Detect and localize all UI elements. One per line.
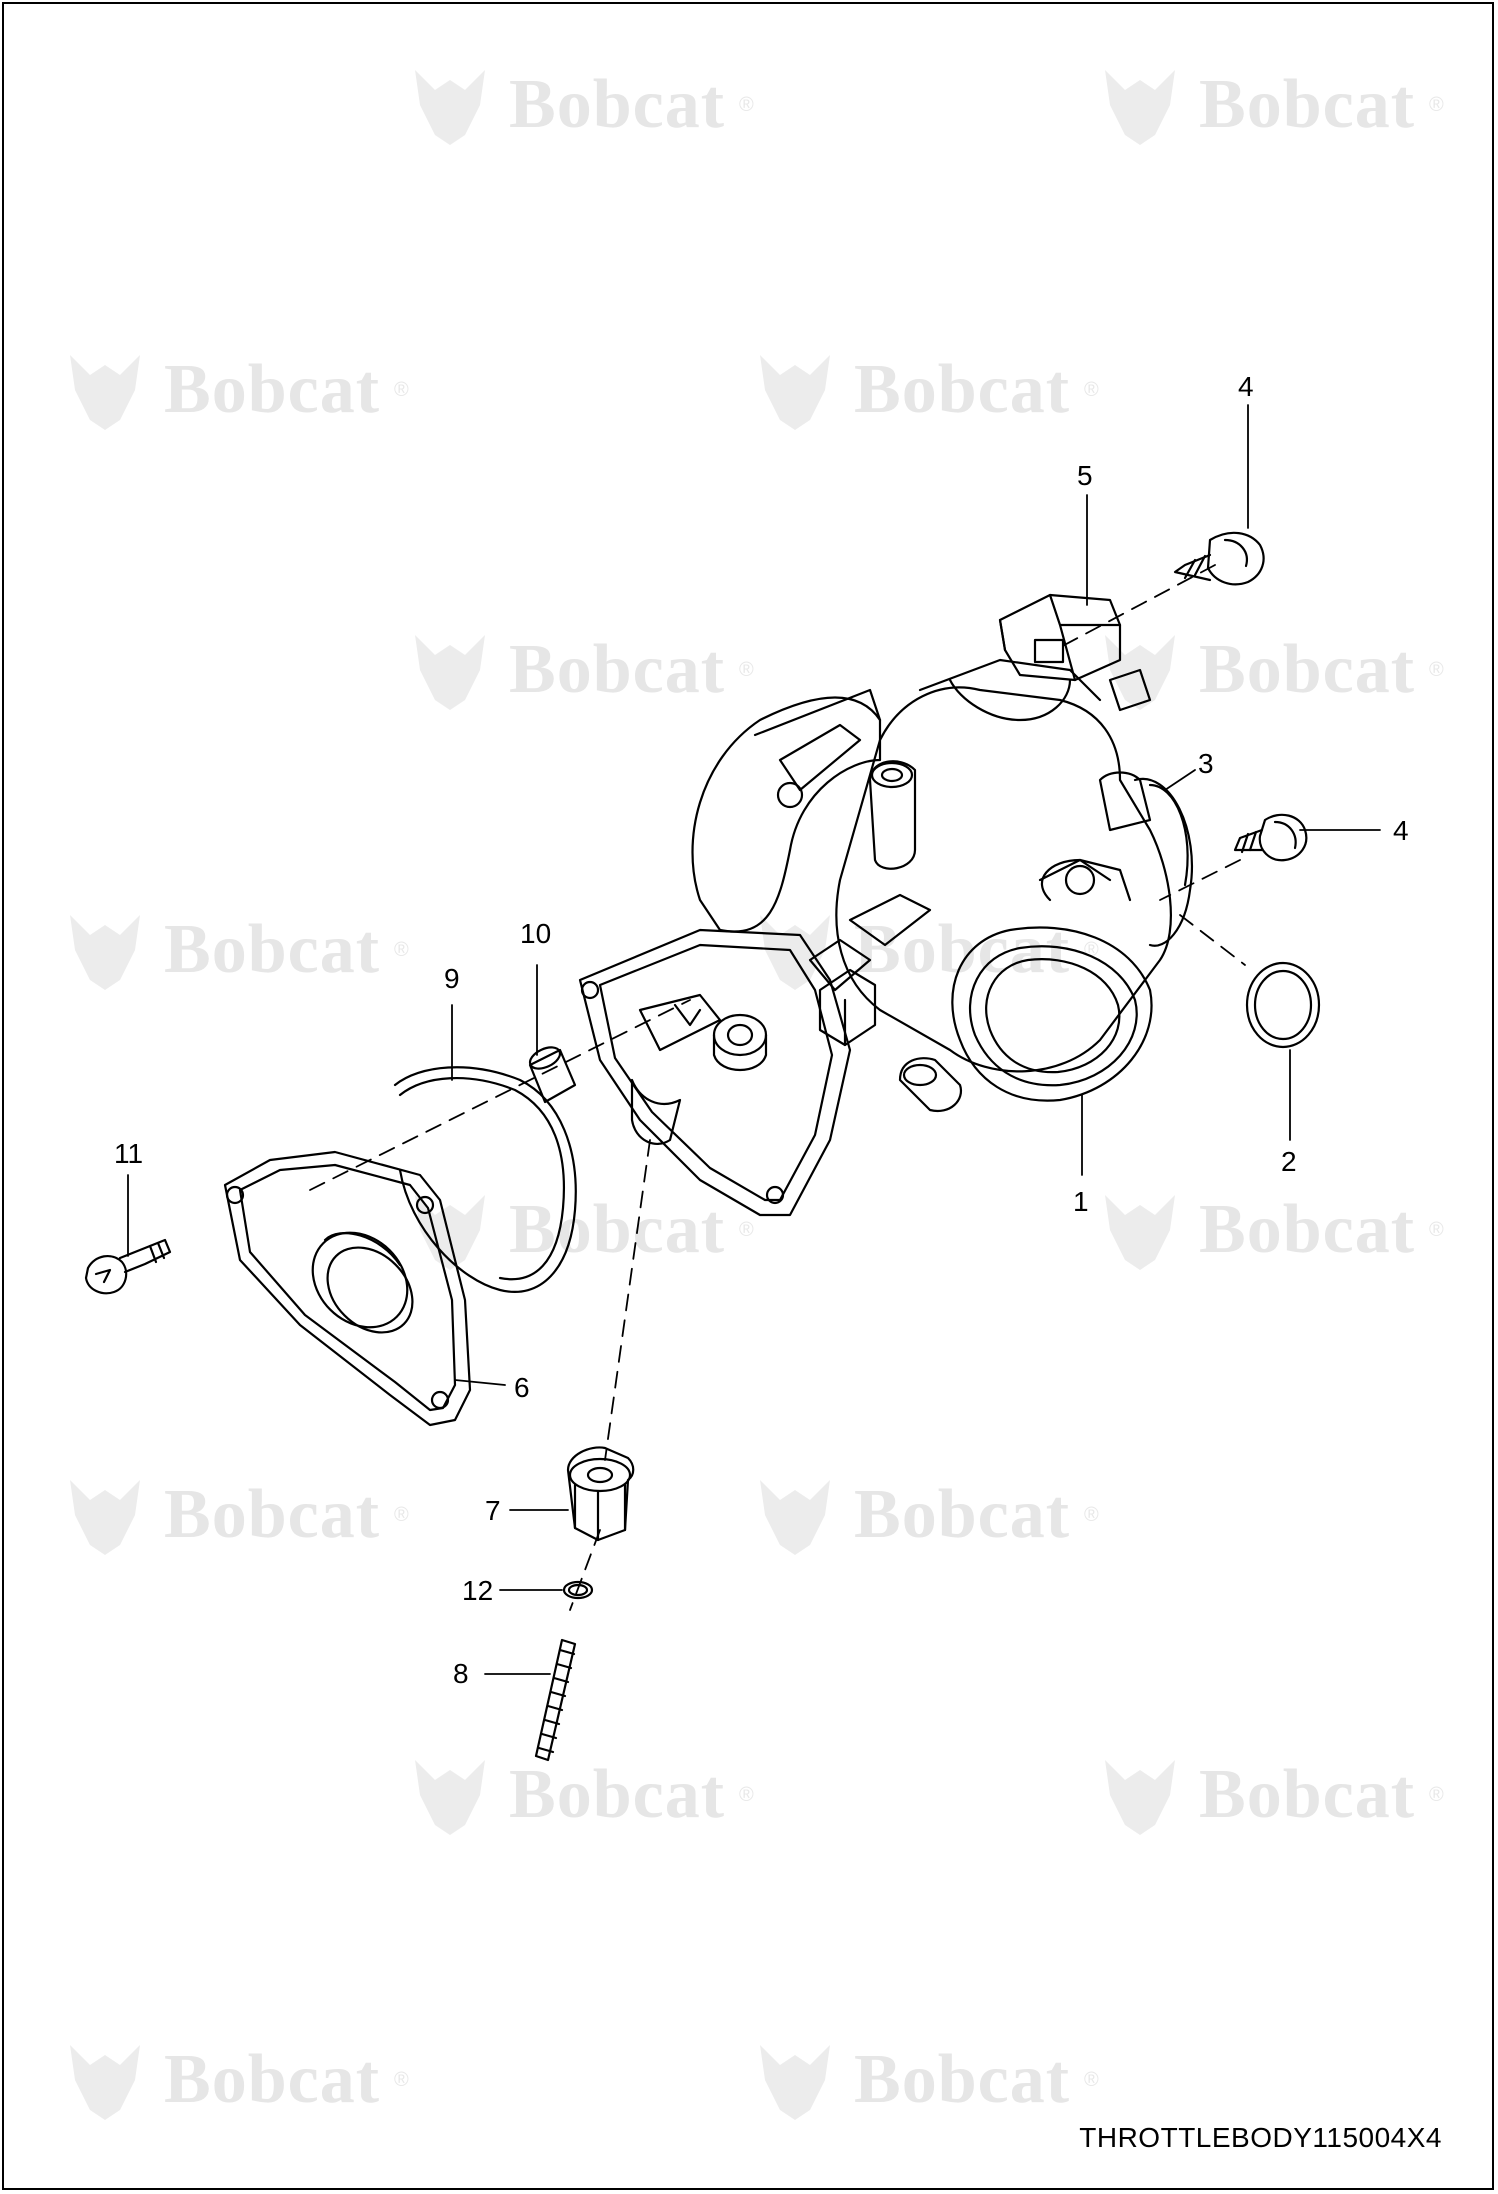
callout-8: 8 [453,1658,469,1689]
callout-6: 6 [514,1372,530,1403]
part-4-bolt-lower [1233,813,1308,862]
callout-3: 3 [1198,748,1214,779]
callout-9: 9 [444,963,460,994]
part-11-screw [84,1238,172,1295]
callout-7: 7 [485,1495,501,1526]
assembly-lines [309,564,1246,1611]
assembly-line [1054,564,1216,651]
part-10-dowel [528,1046,577,1104]
throttle-body-housing [578,593,1172,1217]
callout-12: 12 [462,1575,494,1606]
callout-2: 2 [1281,1146,1297,1177]
part-7-nut [566,1446,635,1542]
part-12-small-o-ring [562,1580,594,1600]
assembly-line [569,1529,601,1611]
part-4-bolt-upper [1173,531,1265,586]
part-9-seal-ring [393,1066,577,1293]
assembly-line [309,999,691,1191]
part-8-threaded-stud [534,1638,577,1762]
callout-4-upper: 4 [1238,371,1254,402]
callout-leaders [127,404,1381,1675]
callout-11: 11 [114,1138,144,1169]
assembly-line [1179,914,1246,966]
callout-10: 10 [520,918,552,949]
part-3-gasket [1133,777,1194,947]
callout-1: 1 [1073,1186,1089,1217]
leader-line-6 [454,1379,506,1386]
part-2-o-ring [1245,961,1321,1049]
part-6-cover-plate [223,1150,472,1427]
callout-4-lower: 4 [1393,815,1409,846]
leader-line-3 [1164,769,1196,791]
assembly-line [604,1139,651,1461]
illustration-code: THROTTLEBODY115004X4 [1079,2122,1442,2153]
callout-5: 5 [1077,460,1093,491]
assembly-line [1159,859,1241,901]
